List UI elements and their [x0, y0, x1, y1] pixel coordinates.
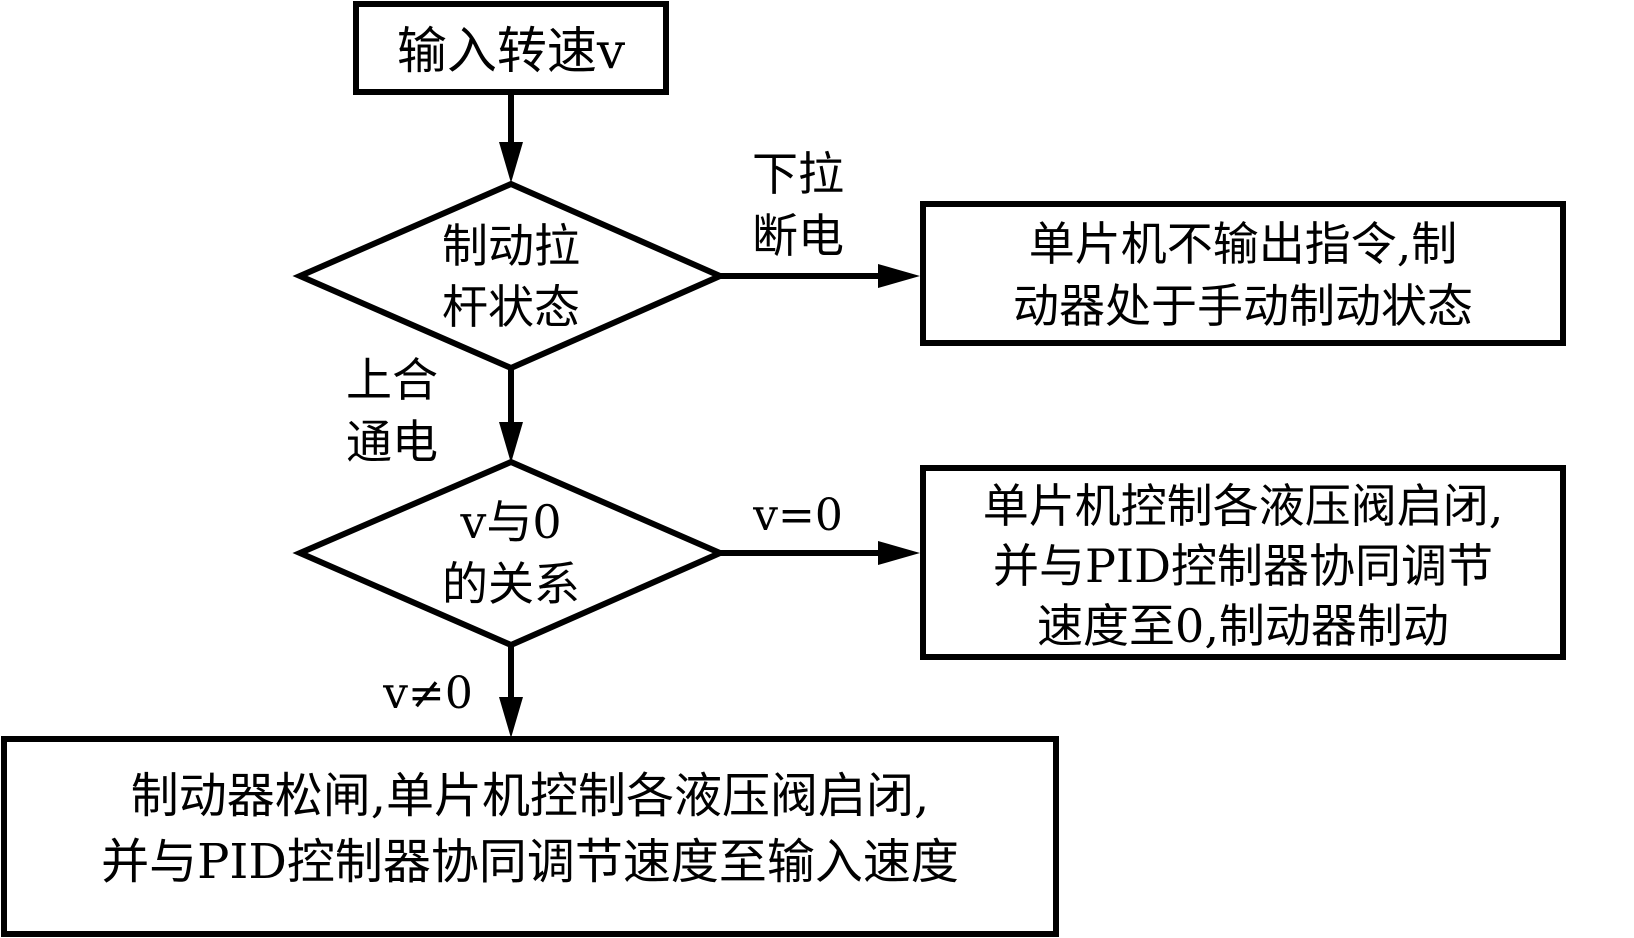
- manual-brake-line1: 单片机不输出指令,制: [1029, 217, 1458, 271]
- edge-speed-nonzero: v≠0: [382, 645, 523, 738]
- node-release-adjust: 制动器松闸,单片机控制各液压阀启闭, 并与PID控制器协同调节速度至输入速度: [1, 736, 1059, 937]
- decision-lever-line1: 制动拉: [442, 219, 580, 273]
- arrowhead-down-icon: [499, 142, 523, 183]
- release-adjust-box: [1, 736, 1059, 937]
- brake-stop-line2: 并与PID控制器协同调节: [993, 539, 1493, 593]
- brake-stop-line1: 单片机控制各液压阀启闭,: [983, 479, 1504, 533]
- brake-stop-box: [920, 465, 1566, 660]
- node-start: 输入转速v: [353, 1, 669, 95]
- edge-label-line1: 下拉: [752, 147, 844, 201]
- arrowhead-right-icon: [878, 541, 920, 565]
- edge-lever-up: 上合 通电: [346, 353, 523, 469]
- edge-start-to-lever: [499, 92, 523, 183]
- edge-lever-down: 下拉 断电: [720, 147, 920, 288]
- edge-label-line1: 上合: [346, 353, 438, 407]
- arrowhead-down-icon: [499, 697, 523, 738]
- node-decision-lever: 制动拉 杆状态: [292, 180, 728, 372]
- start-text: 输入转速v: [397, 22, 626, 80]
- decision-speed-line1: v与0: [459, 495, 561, 549]
- node-decision-speed: v与0 的关系: [292, 458, 728, 649]
- decision-speed-diamond: [292, 458, 728, 649]
- node-manual-brake: 单片机不输出指令,制 动器处于手动制动状态: [920, 201, 1566, 346]
- edge-label: v=0: [752, 490, 843, 541]
- arrowhead-right-icon: [878, 264, 920, 288]
- brake-stop-line3: 速度至0,制动器制动: [1037, 599, 1449, 653]
- decision-lever-diamond: [292, 180, 728, 372]
- decision-lever-line2: 杆状态: [442, 280, 580, 334]
- manual-brake-box: [920, 201, 1566, 346]
- release-adjust-line2: 并与PID控制器协同调节速度至输入速度: [101, 834, 959, 890]
- release-adjust-line1: 制动器松闸,单片机控制各液压阀启闭,: [131, 768, 930, 824]
- edge-speed-zero: v=0: [720, 490, 920, 565]
- node-brake-stop: 单片机控制各液压阀启闭, 并与PID控制器协同调节 速度至0,制动器制动: [920, 465, 1566, 660]
- decision-speed-line2: 的关系: [442, 557, 580, 611]
- arrowhead-down-icon: [499, 422, 523, 463]
- edge-label: v≠0: [382, 668, 473, 719]
- edge-label-line2: 通电: [346, 415, 438, 469]
- edge-label-line2: 断电: [752, 209, 844, 263]
- manual-brake-line2: 动器处于手动制动状态: [1013, 279, 1473, 333]
